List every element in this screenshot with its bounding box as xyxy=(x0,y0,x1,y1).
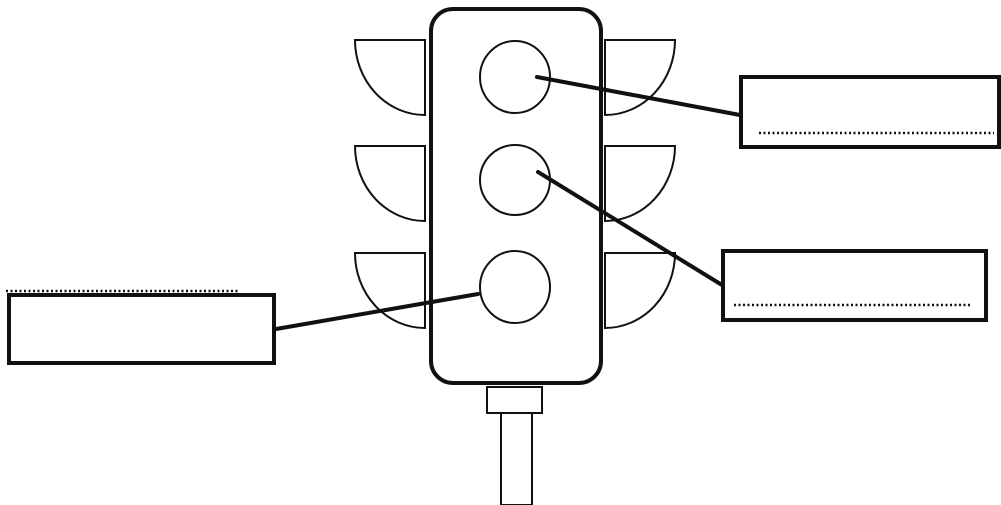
left-visor-top xyxy=(353,39,426,117)
right-visor-top xyxy=(604,39,677,117)
lights xyxy=(479,40,551,324)
answer-box-top-right[interactable] xyxy=(739,75,1001,149)
left-visor-bottom xyxy=(353,252,426,330)
right-visor-middle xyxy=(604,145,677,223)
post-pole xyxy=(500,412,533,505)
leader-line-bottom xyxy=(274,292,480,331)
light-bottom xyxy=(479,250,551,324)
right-visors xyxy=(604,39,677,330)
traffic-light-post xyxy=(486,386,543,505)
left-visors xyxy=(353,39,426,330)
right-visor-bottom xyxy=(604,252,677,330)
light-middle xyxy=(479,144,551,216)
light-top xyxy=(479,40,551,114)
leader-line-middle xyxy=(536,170,724,287)
answer-box-bottom-left[interactable] xyxy=(6,289,276,365)
post-collar xyxy=(486,386,543,414)
leader-line-top xyxy=(535,75,742,117)
left-visor-middle xyxy=(353,145,426,223)
leader-lines xyxy=(274,75,742,331)
answer-box-middle-right[interactable] xyxy=(721,249,988,322)
